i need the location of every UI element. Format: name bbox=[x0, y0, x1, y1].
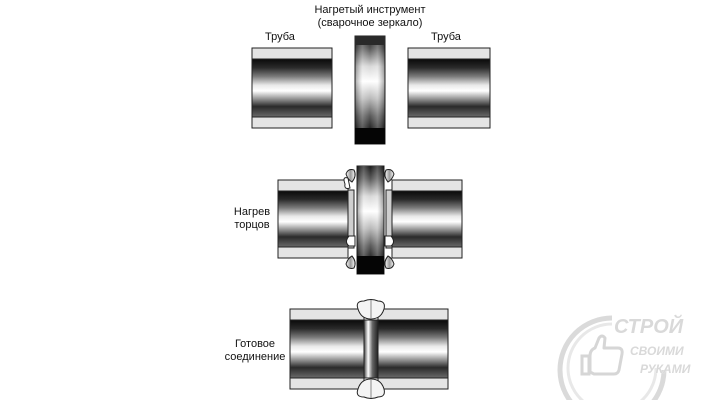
thumbs-up-icon bbox=[580, 334, 624, 376]
finished-label-line2: соединение bbox=[224, 351, 286, 363]
heated-tool-label: Нагретый инструмент (сварочное зеркало) bbox=[306, 4, 434, 30]
pipe-left-top bbox=[251, 47, 333, 129]
finished-label-line1: Готовое bbox=[234, 338, 276, 350]
welding-mirror-top bbox=[354, 35, 386, 145]
watermark-brand-mid: СВОИМИ bbox=[630, 344, 684, 358]
finished-joint bbox=[289, 299, 449, 399]
heating-label: Нагрев торцов bbox=[230, 206, 274, 232]
pipe-left-label: Труба bbox=[265, 31, 295, 43]
watermark-brand-bottom: РУКАМИ bbox=[640, 362, 691, 376]
watermark-brand-top: СТРОЙ bbox=[614, 316, 684, 338]
heated-tool-label-line2: (сварочное зеркало) bbox=[317, 17, 423, 29]
pipe-right-label: Труба bbox=[431, 31, 461, 43]
heated-tool-label-line1: Нагретый инструмент bbox=[314, 4, 426, 16]
heating-assembly bbox=[277, 165, 463, 275]
heating-label-line2: торцов bbox=[234, 219, 270, 231]
pipe-right-top bbox=[407, 47, 491, 129]
heating-label-line1: Нагрев bbox=[233, 206, 271, 218]
finished-label: Готовое соединение bbox=[222, 338, 288, 364]
